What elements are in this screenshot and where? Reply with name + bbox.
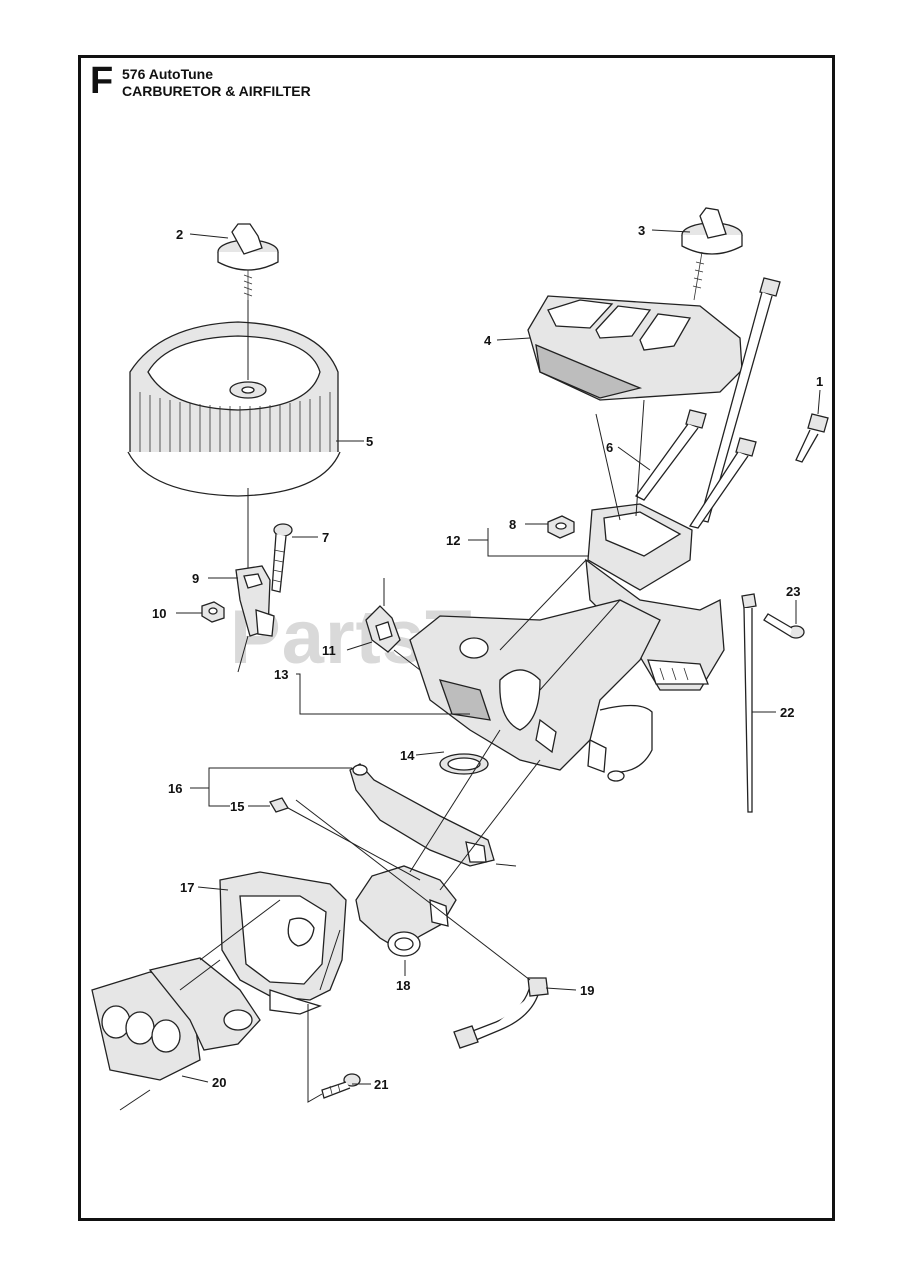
leader-lines	[119, 229, 821, 1111]
part-intake-elbow-18[interactable]	[355, 865, 457, 957]
callout-5[interactable]: 5	[366, 434, 373, 449]
callout-16[interactable]: 16	[168, 781, 182, 796]
callout-14[interactable]: 14	[400, 748, 415, 763]
part-cable-tie-22[interactable]	[741, 593, 757, 813]
callout-13[interactable]: 13	[274, 667, 288, 682]
callout-20[interactable]: 20	[212, 1075, 226, 1090]
part-lever-11[interactable]	[365, 605, 401, 653]
callout-23[interactable]: 23	[786, 584, 800, 599]
part-intake-manifold-20[interactable]	[91, 957, 261, 1081]
callout-8[interactable]: 8	[509, 517, 516, 532]
callout-9[interactable]: 9	[192, 571, 199, 586]
section-title: CARBURETOR & AIRFILTER	[122, 83, 311, 99]
callout-labels: 1 2 3 4 5 6 7 8 9 10 11 12 13 14 15 16 1…	[152, 223, 823, 1092]
callout-7[interactable]: 7	[322, 530, 329, 545]
part-knob-left[interactable]	[217, 223, 279, 300]
part-nut-10[interactable]	[201, 601, 225, 623]
callout-11[interactable]: 11	[322, 643, 336, 658]
callout-19[interactable]: 19	[580, 983, 594, 998]
callout-4[interactable]: 4	[484, 333, 492, 348]
part-gasket-14[interactable]	[439, 753, 489, 775]
part-bracket-9[interactable]	[235, 565, 275, 637]
part-filter-cover[interactable]	[527, 295, 743, 401]
model-name: 576 AutoTune	[122, 66, 214, 82]
part-clip-15[interactable]	[269, 797, 289, 813]
callout-10[interactable]: 10	[152, 606, 166, 621]
section-letter: F	[90, 60, 114, 102]
callout-12[interactable]: 12	[446, 533, 460, 548]
callout-22[interactable]: 22	[780, 705, 794, 720]
diagram-frame	[78, 55, 835, 1221]
callout-15[interactable]: 15	[230, 799, 244, 814]
part-filter-base-17[interactable]	[219, 871, 347, 1015]
callout-17[interactable]: 17	[180, 880, 194, 895]
part-carburetor-13[interactable]	[409, 599, 661, 782]
part-nut-8[interactable]	[547, 515, 575, 539]
part-screw-7[interactable]	[271, 523, 293, 593]
part-bracket-16[interactable]	[349, 763, 495, 867]
section-header: 576 AutoTune CARBURETOR & AIRFILTER	[122, 66, 311, 100]
part-screw-21[interactable]	[321, 1073, 361, 1099]
callout-6[interactable]: 6	[606, 440, 613, 455]
callout-3[interactable]: 3	[638, 223, 645, 238]
callout-21[interactable]: 21	[374, 1077, 388, 1092]
part-long-bolts[interactable]	[635, 277, 829, 529]
callout-2[interactable]: 2	[176, 227, 183, 242]
part-knob-right[interactable]	[681, 207, 743, 301]
callout-18[interactable]: 18	[396, 978, 410, 993]
part-screw-23[interactable]	[763, 613, 805, 639]
part-fuel-hose-19[interactable]	[453, 977, 549, 1049]
part-air-filter[interactable]	[127, 321, 341, 497]
callout-1[interactable]: 1	[816, 374, 823, 389]
